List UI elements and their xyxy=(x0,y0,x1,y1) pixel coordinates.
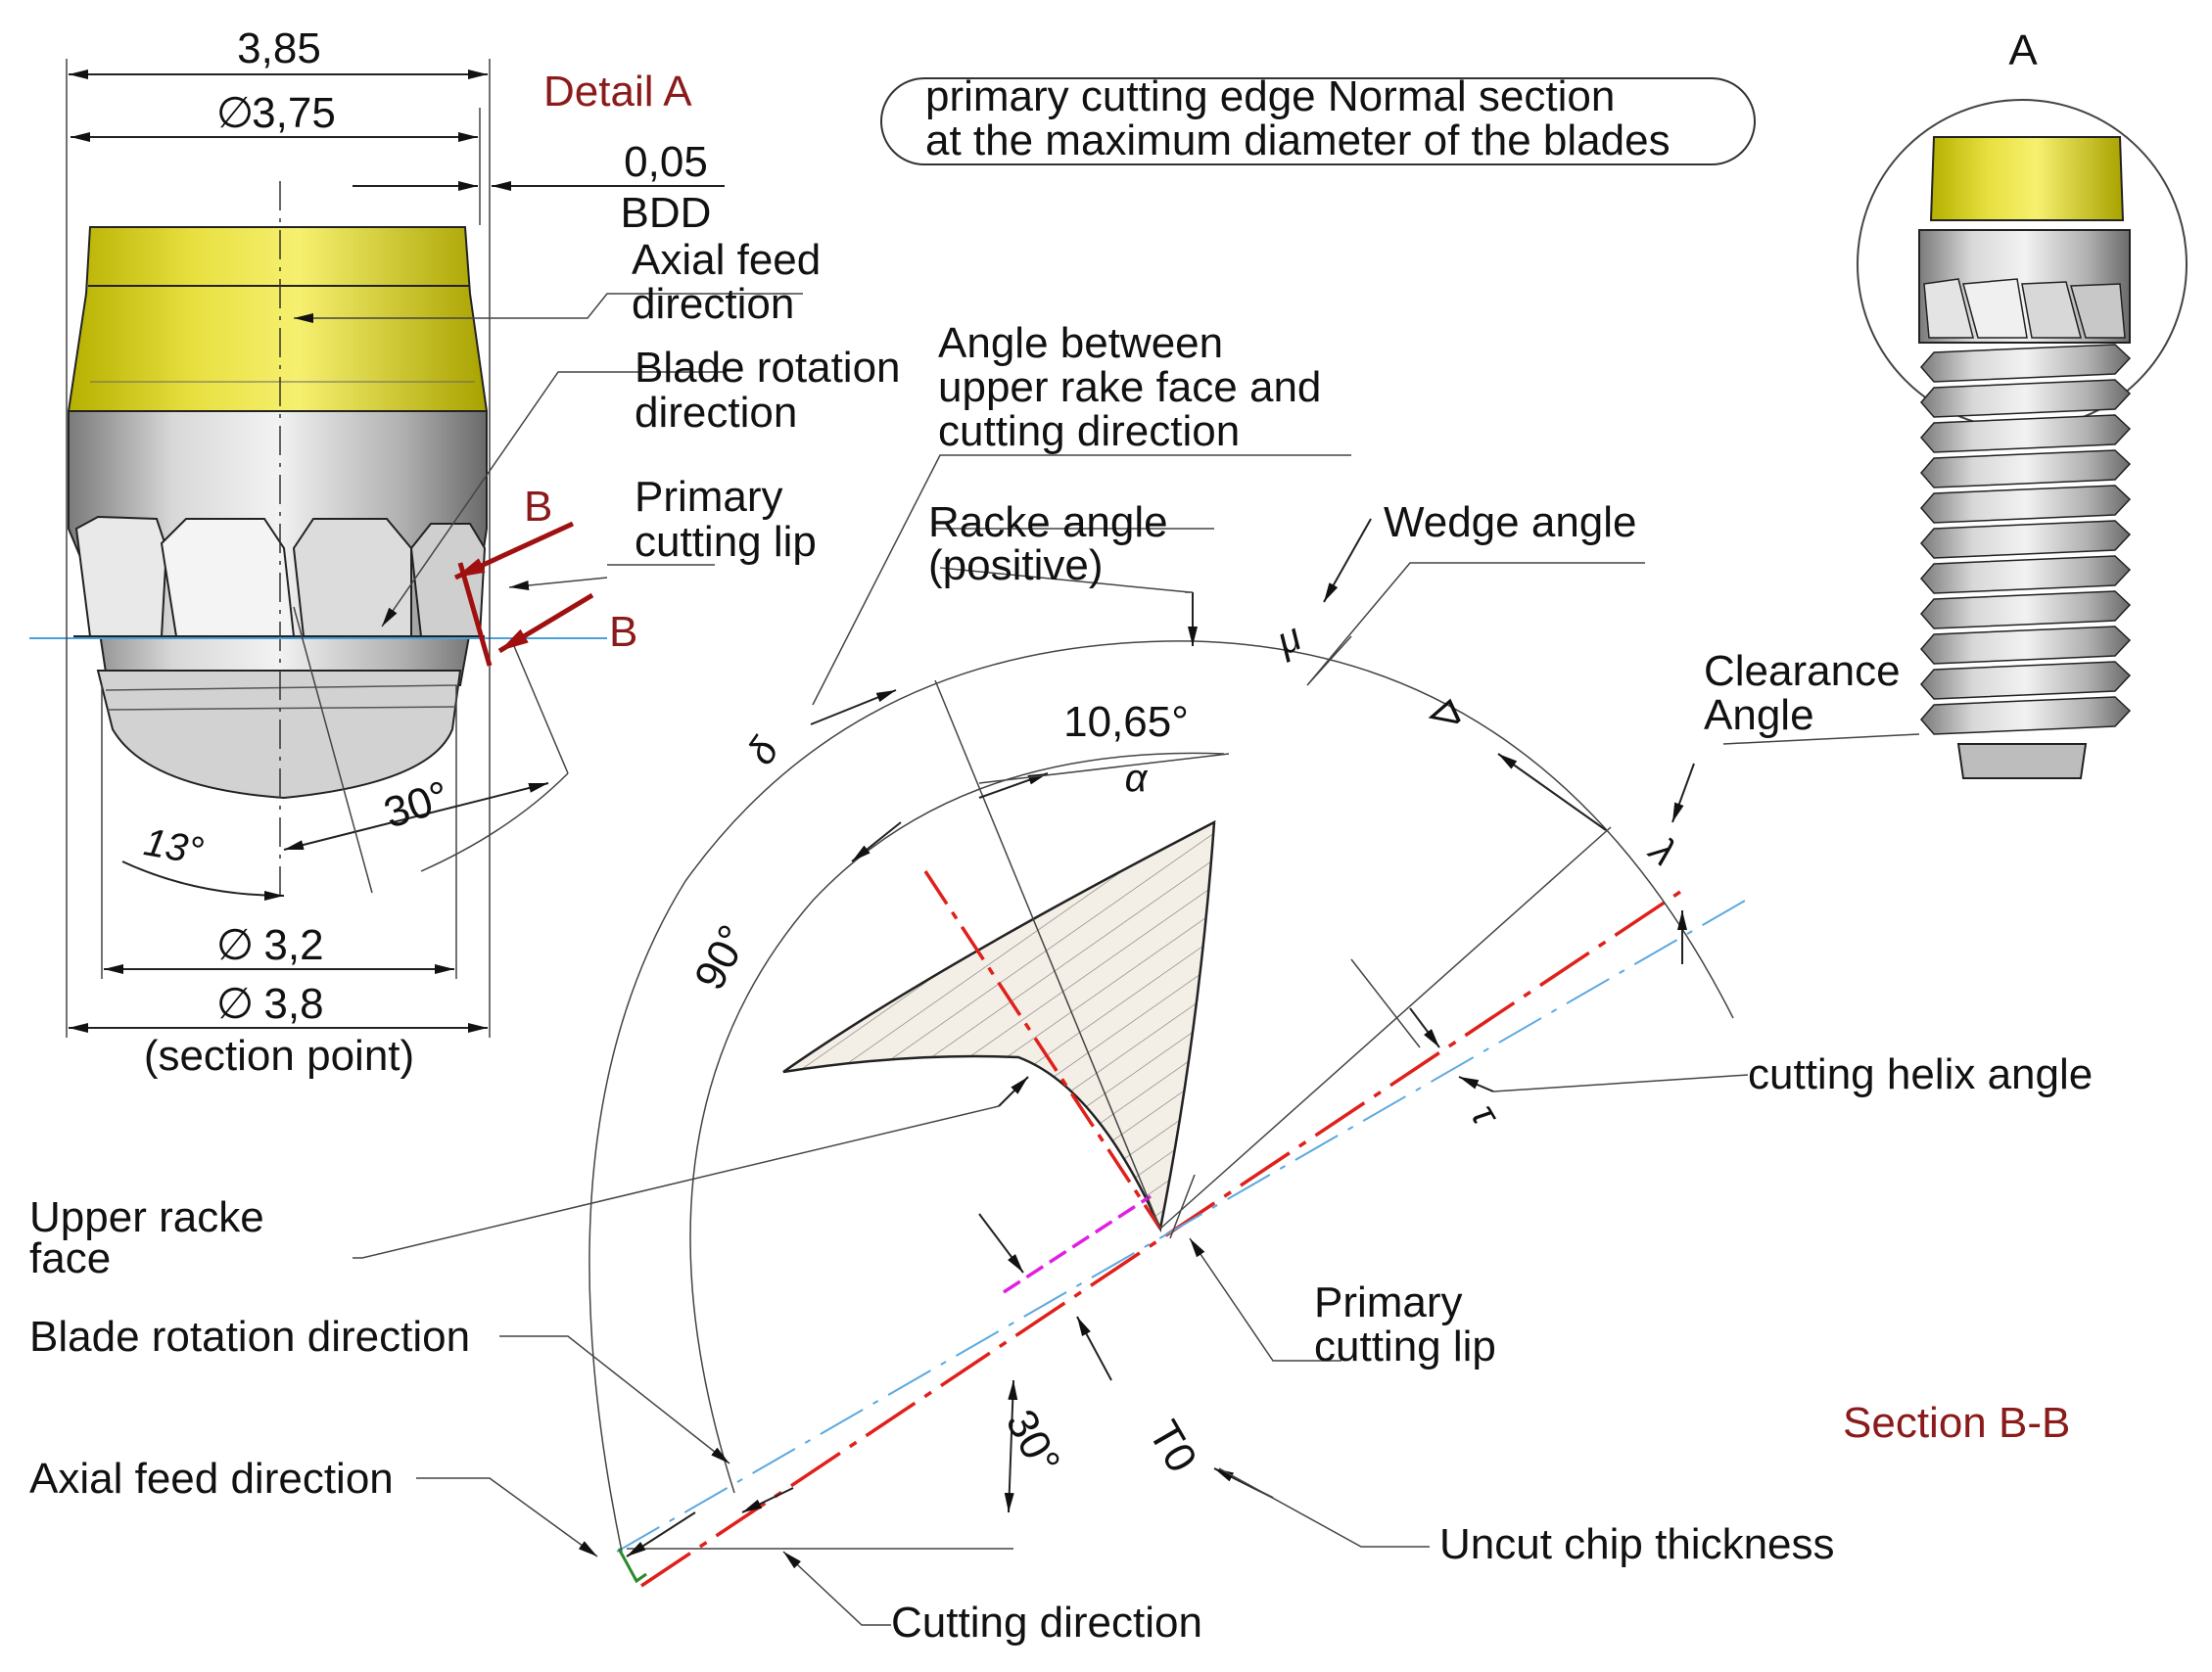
diameter-symbol: ∅ xyxy=(216,89,254,137)
angle-30-label: 30° xyxy=(997,1402,1070,1482)
rake-angle-l2: (positive) xyxy=(928,541,1104,589)
axial-feed-direction-label: Axial feed direction xyxy=(29,1455,394,1503)
mu-symbol: μ xyxy=(1269,616,1307,665)
note-line-1: primary cutting edge Normal section xyxy=(925,72,1615,120)
thread-ring xyxy=(1920,661,2132,700)
angle-1065-label: 10,65° xyxy=(1063,698,1189,746)
overview-title: A xyxy=(2008,26,2038,74)
thread-ring xyxy=(1920,520,2132,559)
angle-30-label: 30° xyxy=(378,772,454,838)
blade-rotation-direction-label: Blade rotation direction xyxy=(29,1313,470,1361)
note-box: primary cutting edge Normal section at t… xyxy=(880,72,1756,165)
detail-a: 3,85 ∅ 3,75 0,05 BDD ∅ 3,2 ∅ 3,8 (sectio… xyxy=(29,24,901,1080)
rake-angle-l1: Racke angle xyxy=(928,498,1168,546)
thread-ring xyxy=(1920,344,2132,383)
dim-38: 3,8 xyxy=(263,980,323,1028)
thread-ring xyxy=(1920,555,2132,594)
dim-005: 0,05 xyxy=(624,138,708,186)
thread-ring xyxy=(1920,590,2132,629)
angle-between-l2: upper rake face and xyxy=(938,363,1321,411)
angle-13-label: 13° xyxy=(141,820,207,873)
dim-bdd: BDD xyxy=(621,189,712,237)
angle-between-l1: Angle between xyxy=(938,319,1223,367)
upper-rake-face-l1: Upper racke xyxy=(29,1193,264,1241)
alpha-symbol: α xyxy=(1125,757,1149,800)
primary-lip-l2: cutting lip xyxy=(1314,1323,1496,1370)
gold-collar xyxy=(67,226,489,412)
cutting-direction-line xyxy=(640,884,1690,1588)
diameter-symbol: ∅ xyxy=(216,980,254,1028)
blade-profile xyxy=(782,819,1216,1233)
overview-implant: A xyxy=(1857,26,2188,779)
thread-ring xyxy=(1920,626,2132,665)
blade-rotation-label-l2: direction xyxy=(635,389,797,437)
wedge-angle-label: Wedge angle xyxy=(1384,498,1637,546)
cutting-direction-label: Cutting direction xyxy=(891,1599,1202,1647)
delta-symbol: δ xyxy=(739,729,787,772)
thread-ring xyxy=(1920,414,2132,453)
angle-between-l3: cutting direction xyxy=(938,407,1240,455)
dim-385: 3,85 xyxy=(237,24,321,72)
t0-symbol: T0 xyxy=(1139,1413,1205,1480)
detail-a-title: Detail A xyxy=(543,68,692,116)
angle-90-label: 90° xyxy=(685,917,759,998)
dim-375: 3,75 xyxy=(252,89,336,137)
section-title: Section B-B xyxy=(1843,1399,2070,1447)
tau-symbol: τ xyxy=(1462,1097,1508,1135)
section-point-label: (section point) xyxy=(144,1032,414,1080)
thread-ring xyxy=(1920,379,2132,418)
angle-arc-outer xyxy=(588,640,1734,1553)
diameter-symbol: ∅ xyxy=(216,921,254,969)
section-mark-b-upper: B xyxy=(524,483,552,531)
blade-rotation-label-l1: Blade rotation xyxy=(635,344,901,392)
axial-feed-label-l2: direction xyxy=(632,280,794,328)
lambda-symbol: λ xyxy=(1640,828,1684,875)
primary-lip-label-l2: cutting lip xyxy=(635,518,817,566)
thread-ring xyxy=(1920,449,2132,488)
upper-rake-face-l2: face xyxy=(29,1234,111,1282)
note-line-2: at the maximum diameter of the blades xyxy=(925,116,1671,164)
helix-angle-label: cutting helix angle xyxy=(1748,1050,2093,1098)
section-mark-b-lower: B xyxy=(609,608,637,656)
clearance-angle-l2: Angle xyxy=(1704,691,1814,739)
primary-lip-label-l1: Primary xyxy=(635,473,783,521)
primary-lip-l1: Primary xyxy=(1314,1278,1463,1326)
thread-ring xyxy=(1920,485,2132,524)
thread-ring xyxy=(1920,696,2132,735)
axial-feed-label-l1: Axial feed xyxy=(632,236,821,284)
uncut-chip-label: Uncut chip thickness xyxy=(1439,1520,1835,1568)
dim-32: 3,2 xyxy=(263,921,323,969)
clearance-angle-l1: Clearance xyxy=(1704,647,1901,695)
